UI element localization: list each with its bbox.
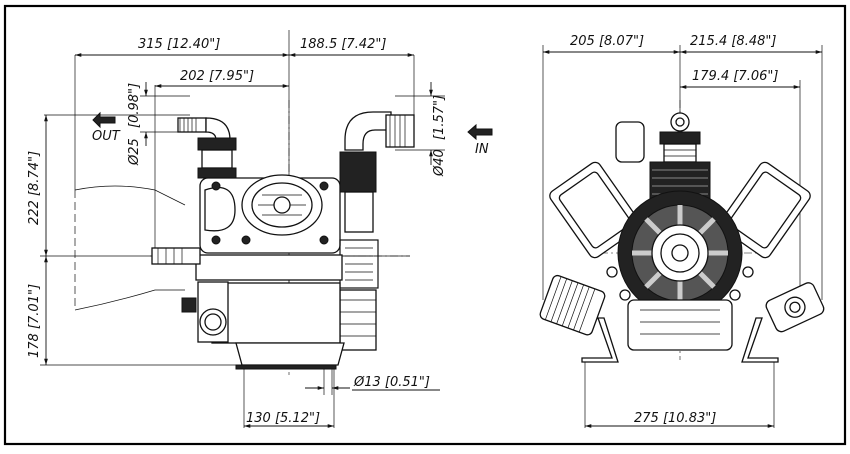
- front-dim-width-left-label: 205 [8.07"]: [570, 34, 644, 49]
- dim-outlet-dia-label-b: [0.98"]: [127, 83, 142, 128]
- in-arrow-icon: [467, 123, 493, 141]
- dim-height-upper-label: 222 [8.74"]: [27, 151, 42, 225]
- dim-inlet-dia-label-b: [1.57"]: [432, 95, 447, 140]
- dim-inlet-dia-label-a: Ø40: [432, 149, 447, 177]
- dim-outlet-dia-label-a: Ø25: [127, 138, 142, 166]
- dim-height-lower-label: 178 [7.01"]: [27, 284, 42, 358]
- dim-shaft-label: Ø13 [0.51"]: [353, 375, 430, 390]
- dim-outlet-offset-label: 202 [7.95"]: [180, 69, 254, 84]
- front-dim-offset-label: 179.4 [7.06"]: [692, 69, 778, 84]
- front-view: 205 [8.07"] 215.4 [8.48"] 179.4 [7.06"] …: [539, 34, 825, 428]
- pump-front-view: [539, 112, 825, 363]
- in-label: IN: [475, 142, 489, 157]
- front-dim-width-right-label: 215.4 [8.48"]: [690, 34, 776, 49]
- out-label: OUT: [92, 129, 121, 144]
- dim-base-label: 130 [5.12"]: [246, 411, 320, 426]
- out-arrow-icon: [92, 111, 116, 129]
- side-view: 315 [12.40"] 188.5 [7.42"] 202 [7.95"] Ø…: [27, 30, 493, 428]
- pump-side-view: [74, 111, 415, 370]
- dim-width-left-label: 315 [12.40"]: [138, 37, 220, 52]
- dim-width-right-label: 188.5 [7.42"]: [300, 37, 386, 52]
- front-dim-feet-label: 275 [10.83"]: [634, 411, 716, 426]
- drawing-border: [3, 4, 847, 446]
